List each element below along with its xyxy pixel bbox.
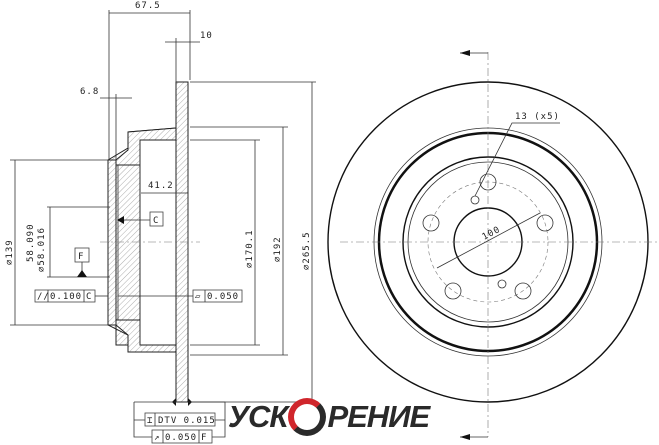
dim-disc-outer: ⌀265.5 (302, 231, 312, 270)
datum-f: F (78, 252, 84, 262)
dtv-value: DTV 0.015 (158, 416, 216, 426)
runout-datum: F (201, 433, 207, 443)
dtv-symbol: ⌶ (147, 416, 153, 426)
datum-c: C (153, 216, 159, 226)
dim-hub-diameter: ⌀139 (5, 239, 15, 265)
logo-swirl-icon (288, 398, 327, 436)
pcd-label: 100 (481, 225, 503, 243)
logo-text-left: УСК (228, 399, 288, 434)
logo-text-right: РЕНИЕ (327, 399, 430, 434)
bolt-holes (422, 173, 554, 300)
parallelism-symbol: // (37, 292, 50, 302)
flatness-symbol: ▱ (195, 292, 201, 302)
dim-bore-min: ⌀58.016 (37, 227, 47, 272)
logo: УСК РЕНИЕ (228, 398, 430, 436)
dim-bore-max: 58.090 (26, 223, 36, 262)
dim-overall-width: 67.5 (135, 1, 161, 11)
dim-hat-outer: ⌀192 (273, 236, 283, 262)
runout-symbol: ↗ (154, 433, 160, 443)
dim-hub-thickness: 6.8 (80, 87, 99, 97)
runout-value: 0.050 (165, 433, 197, 443)
parallelism-datum: C (86, 292, 92, 302)
front-view: 100 13 (x5) (327, 50, 659, 440)
side-section-view: 67.5 10 6.8 41.2 ⌀139 58.090 ⌀58.016 C F (5, 1, 316, 444)
dim-disc-thickness: 10 (200, 31, 213, 41)
hole-label: 13 (x5) (515, 112, 560, 122)
flatness-value: 0.050 (207, 292, 239, 302)
dim-hat-inner: ⌀170.1 (245, 229, 255, 268)
parallelism-value: 0.100 (50, 292, 82, 302)
dim-hat-depth: 41.2 (148, 181, 174, 191)
